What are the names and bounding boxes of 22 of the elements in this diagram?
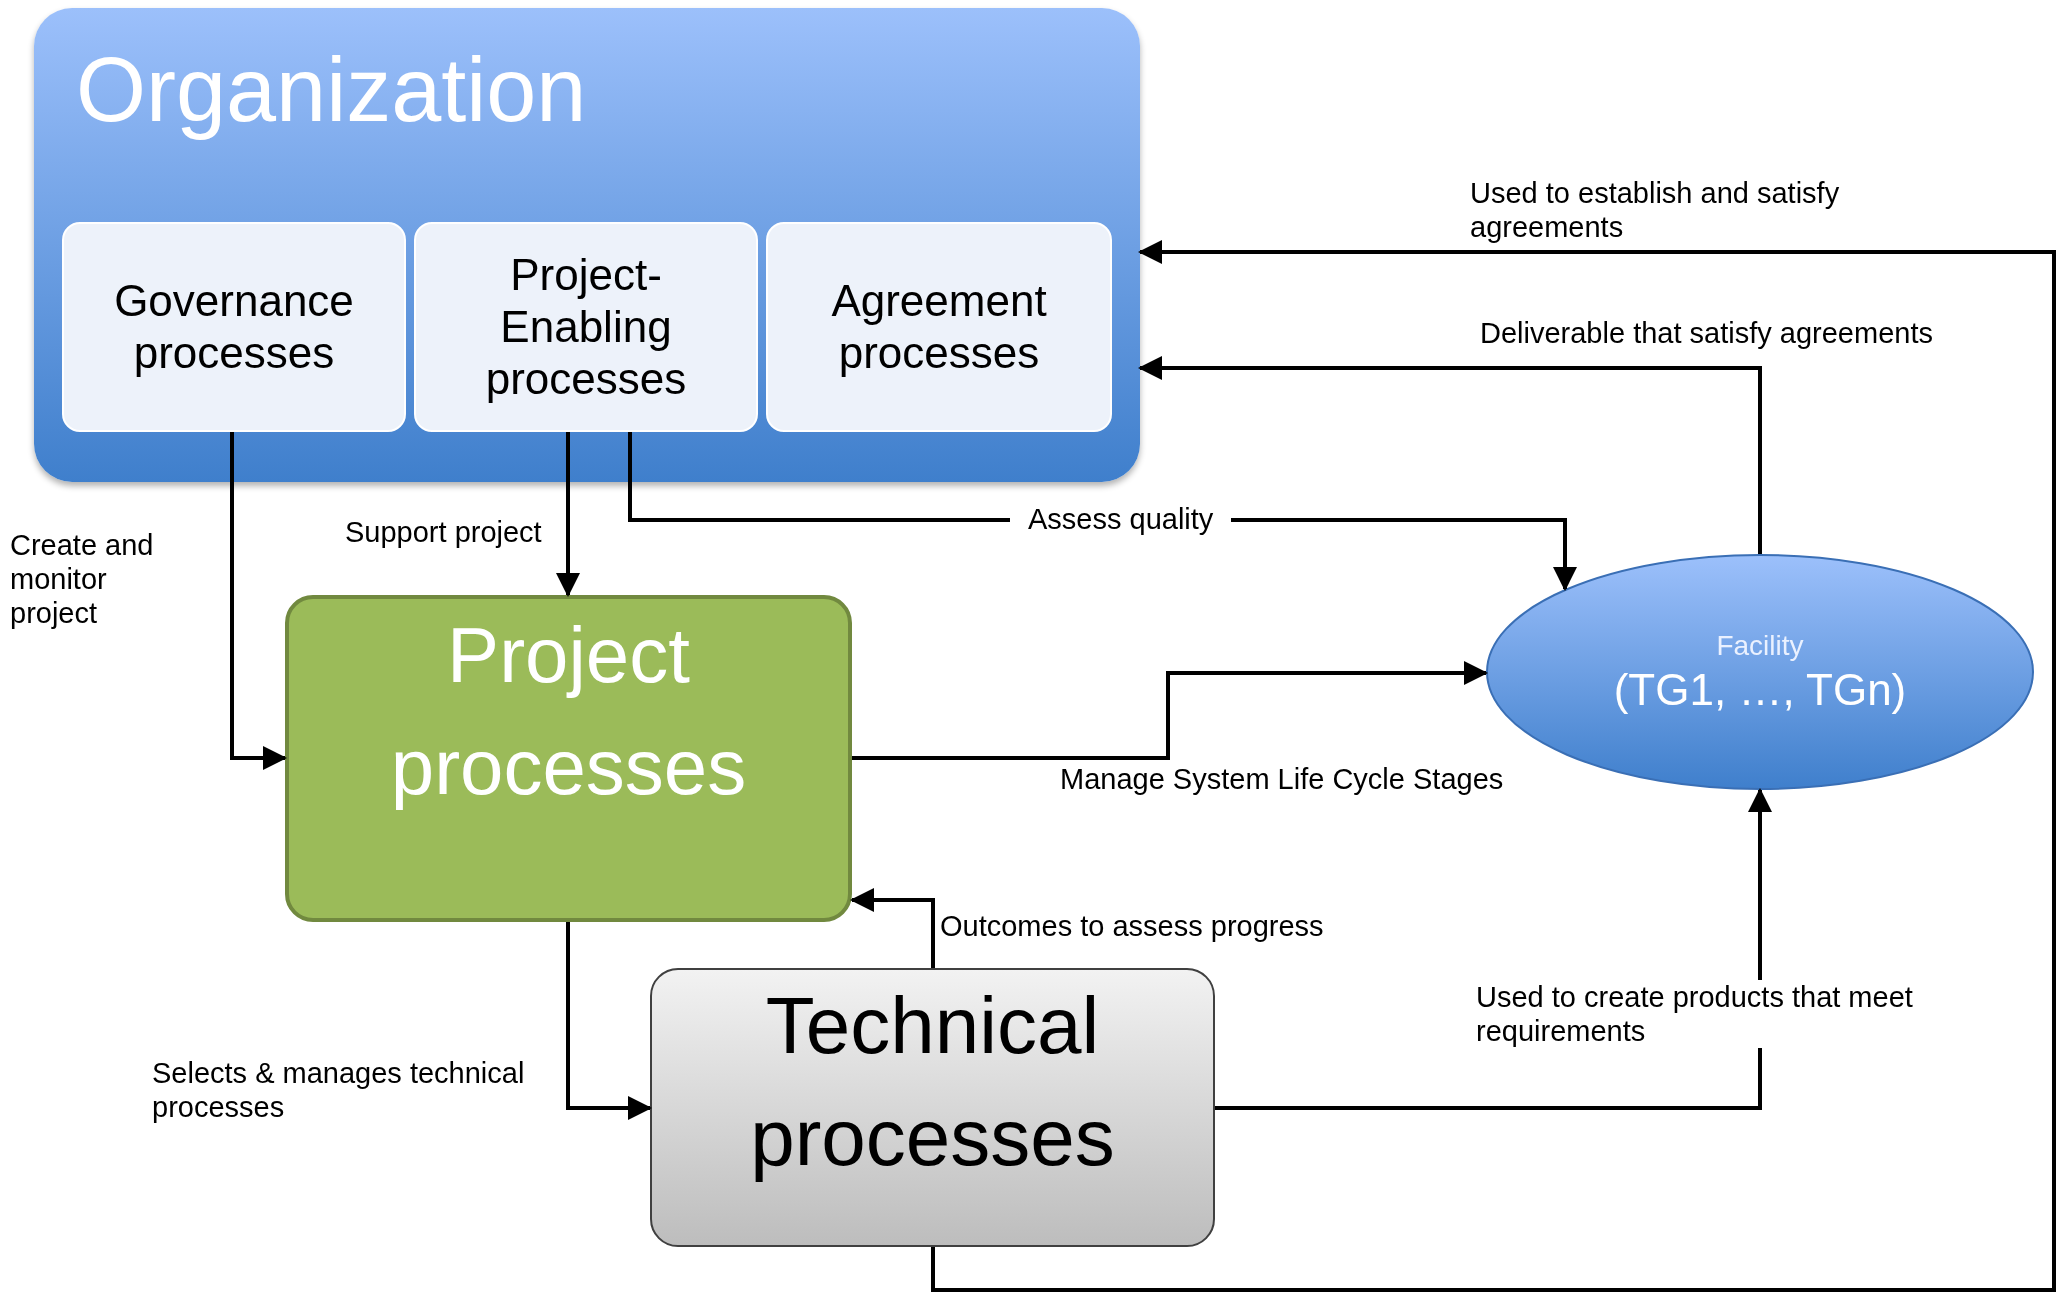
process-box: [414, 222, 758, 432]
group-panel: [34, 8, 1140, 482]
ellipse-label: (TG1, …, TGn): [1613, 663, 1907, 716]
box-label: Project processes: [389, 610, 748, 813]
arrow: [1215, 788, 1772, 1110]
ellipse-label: Facility: [1716, 628, 1804, 663]
process-box: [285, 595, 852, 922]
box-label: Governance processes: [113, 275, 355, 379]
arrow: [556, 432, 580, 597]
process-box: [62, 222, 406, 432]
arrow: [850, 888, 935, 968]
arrow: [230, 432, 287, 770]
arrow: [566, 922, 652, 1120]
process-box: [766, 222, 1112, 432]
box-label: Technical processes: [749, 980, 1116, 1184]
panel-title: Organization: [76, 39, 587, 142]
process-box: [650, 968, 1215, 1247]
arrow: [1138, 356, 1762, 554]
box-label: Project-Enabling processes: [484, 249, 688, 405]
arrow: [931, 240, 2056, 1292]
arrow: [852, 661, 1488, 760]
box-label: Agreement processes: [830, 275, 1048, 379]
